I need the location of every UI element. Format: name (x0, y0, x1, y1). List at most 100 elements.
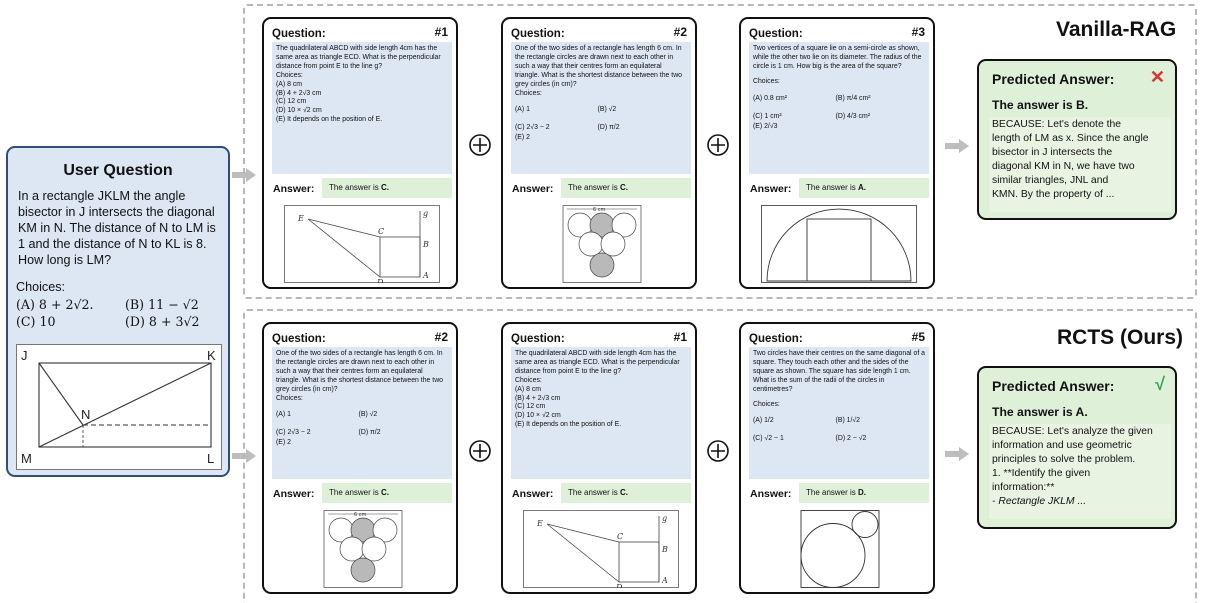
question-label: Question: (749, 333, 803, 345)
svg-text:C: C (378, 227, 384, 236)
user-question-card: User Question In a rectangle JKLM the an… (6, 146, 230, 477)
vanilla-rag-panel (243, 4, 1197, 299)
square-in-semicircle-figure (761, 205, 917, 283)
question-box: One of the two sides of a rectangle has … (511, 42, 691, 174)
svg-text:A: A (422, 271, 429, 280)
answer-letter: C. (381, 488, 390, 497)
predicted-answer-line: principles to solve the problem. (992, 454, 1136, 465)
predicted-answer-title: Predicted Answer: (992, 71, 1115, 87)
predicted-answer-line: diagonal KM in N, we have two (992, 161, 1135, 172)
answer-label: Answer: (273, 183, 315, 195)
choice-b: (B) √2 (358, 411, 378, 419)
question-number: #2 (673, 25, 687, 39)
answer-label: Answer: (750, 488, 792, 500)
predicted-answer-line: length of LM as x. Since the angle (992, 133, 1149, 144)
answer-box: The answer is C. (561, 483, 691, 503)
user-question-choices-label: Choices: (16, 280, 65, 294)
answer-label: Answer: (512, 488, 554, 500)
predicted-answer-body: BECAUSE: Let's denote the length of LM a… (989, 117, 1171, 212)
question-text: The quadrilateral ABCD with side length … (276, 45, 441, 70)
answer-box: The answer is C. (322, 178, 452, 198)
choice-d: (D) 2 − √2 (835, 435, 867, 443)
question-text: Two vertices of a square lie on a semi-c… (753, 45, 922, 70)
svg-text:D: D (615, 583, 623, 588)
svg-text:E: E (297, 214, 304, 223)
answer-prefix: The answer is (568, 488, 618, 497)
answer-box: The answer is D. (799, 483, 929, 503)
quadrilateral-abcd-figure: E C g B D A (284, 205, 440, 283)
answer-box: The answer is C. (322, 483, 452, 503)
choice-d: (D) π/2 (358, 429, 381, 437)
choice-b: (B) 4 + 2√3 cm (515, 394, 561, 402)
choice-d: (D) π/2 (597, 124, 620, 132)
svg-text:B: B (422, 240, 429, 249)
answer-label: Answer: (750, 183, 792, 195)
choice-a: (A) 8 cm (515, 385, 542, 393)
question-label: Question: (749, 28, 803, 40)
question-label: Question: (511, 28, 565, 40)
choice-c: (C) 1 cm² (753, 112, 782, 120)
answer-label: Answer: (512, 183, 554, 195)
vanilla-rag-title: Vanilla-RAG (1056, 18, 1177, 41)
choice-e: (E) 2 (515, 134, 530, 142)
predicted-answer-line: - Rectangle JKLM ... (992, 496, 1087, 507)
choice-b: (B) 1/√2 (835, 417, 861, 425)
vanilla-card-2: Question: #2 One of the two sides of a r… (501, 17, 697, 289)
question-label: Question: (272, 28, 326, 40)
rcts-card-3: Question: #5 Two circles have their cent… (739, 322, 935, 594)
predicted-answer-line: similar triangles, JNL and (992, 175, 1109, 186)
question-number: #3 (911, 25, 925, 39)
user-question-title: User Question (63, 162, 173, 179)
question-number: #1 (673, 330, 687, 344)
svg-text:D: D (376, 278, 384, 283)
choice-a: (A) 8 cm (276, 80, 303, 88)
choices-label: Choices: (515, 376, 542, 384)
rcts-predicted-answer-card: Predicted Answer: √ The answer is A. BEC… (977, 366, 1177, 529)
svg-text:6 cm: 6 cm (593, 207, 606, 213)
choice-e: (E) 2 (276, 439, 291, 447)
label-k: K (207, 348, 216, 363)
plus-circle-icon (469, 134, 491, 156)
choice-c: (C) √2 − 1 (753, 435, 784, 443)
question-box: One of the two sides of a rectangle has … (272, 347, 452, 479)
choices-label: Choices: (276, 394, 303, 402)
question-box: The quadrilateral ABCD with side length … (272, 42, 452, 174)
answer-label: Answer: (273, 488, 315, 500)
answer-letter: A. (858, 183, 867, 192)
svg-text:C: C (617, 532, 623, 541)
label-n: N (81, 407, 90, 422)
label-j: J (21, 348, 28, 363)
circles-in-rectangle-figure: 6 cm (323, 510, 403, 588)
plus-circle-icon (469, 440, 491, 462)
predicted-answer: The answer is A. (992, 405, 1088, 419)
user-question-text: In a rectangle JKLM the angle bisector i… (18, 189, 216, 267)
question-text: One of the two sides of a rectangle has … (276, 350, 443, 393)
question-box: Two vertices of a square lie on a semi-c… (749, 42, 929, 174)
rectangle-jklm-figure: J K L M N (16, 344, 222, 470)
choice-b: (B) √2 (597, 106, 617, 114)
question-box: The quadrilateral ABCD with side length … (511, 347, 691, 479)
plus-circle-icon (707, 134, 729, 156)
choice-c: (C) 12 cm (515, 403, 546, 411)
vanilla-card-3: Question: #3 Two vertices of a square li… (739, 17, 935, 289)
choice-b: (B) π/4 cm² (835, 94, 871, 102)
choice-a: (A) 1 (276, 411, 291, 419)
predicted-answer-line: 1. **Identify the given (992, 468, 1091, 479)
two-circles-in-square-figure (800, 510, 880, 588)
rectangle-jklm-diagram: J K L M N (21, 348, 216, 466)
choice-d: (D) 10 × √2 cm (276, 107, 322, 115)
choices-label: Choices: (753, 400, 780, 408)
choice-c: (C) 12 cm (276, 98, 307, 106)
vanilla-card-1: Question: #1 The quadrilateral ABCD with… (262, 17, 458, 289)
svg-text:E: E (536, 519, 543, 528)
answer-letter: D. (858, 488, 867, 497)
svg-text:B: B (661, 545, 668, 554)
question-text: One of the two sides of a rectangle has … (515, 45, 682, 88)
choice-e: (E) It depends on the position of E. (276, 116, 383, 124)
answer-letter: C. (620, 488, 629, 497)
svg-text:A: A (661, 576, 668, 585)
user-choice-d: (D) 8 + 3√2 (125, 314, 200, 329)
question-number: #2 (434, 330, 448, 344)
answer-prefix: The answer is (806, 488, 856, 497)
predicted-answer-line: BECAUSE: Let's analyze the given (992, 426, 1153, 437)
